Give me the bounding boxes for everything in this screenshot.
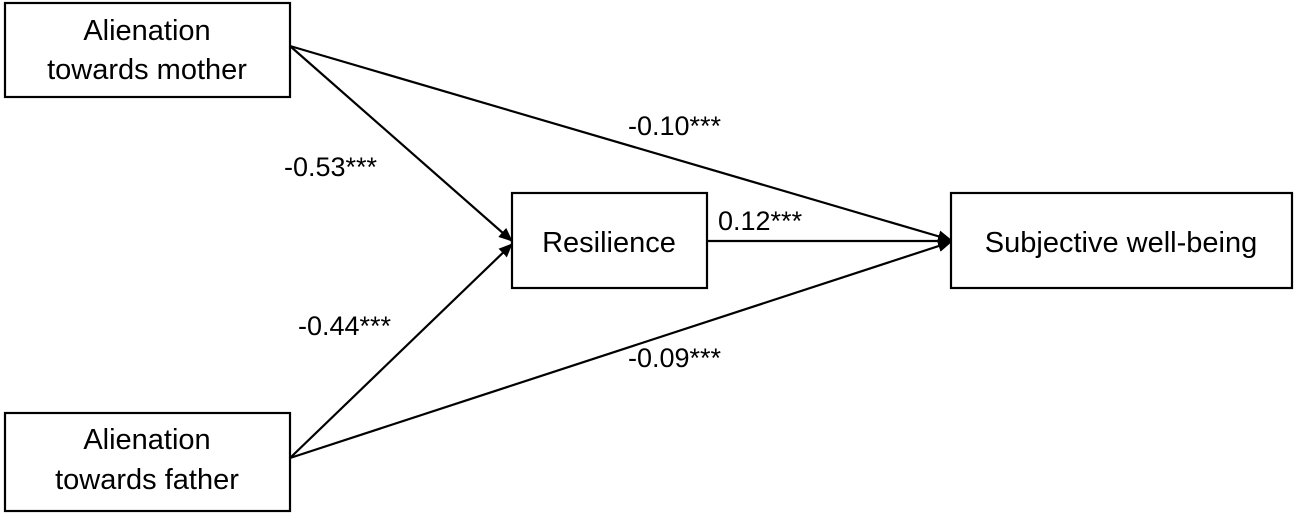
node-box [949,191,1294,290]
node-box [510,191,709,290]
node-label-line2: towards father [55,464,239,496]
node-label: Resilience [542,227,676,259]
edge-mother-to-resilience [289,45,513,242]
edge-father-to-wellbeing [289,240,952,460]
edge-father-to-resilience [289,243,513,459]
node-label-line2: towards mother [47,54,247,86]
node-alienation-mother: Alienation towards mother [3,1,292,99]
edges [289,44,952,460]
label-mother-to-wellbeing: -0.10*** [628,111,722,141]
node-resilience: Resilience [510,191,709,290]
edge-mother-to-wellbeing [289,44,952,243]
node-label-line1: Alienation [83,15,210,47]
node-alienation-father: Alienation towards father [3,411,292,513]
label-father-to-wellbeing: -0.09*** [628,343,722,373]
label-mother-to-resilience: -0.53*** [284,152,378,182]
node-subjective-wellbeing: Subjective well-being [949,191,1294,290]
node-box [3,411,292,513]
node-box [3,1,292,99]
node-label: Subjective well-being [985,227,1257,259]
label-resilience-to-wellbeing: 0.12*** [718,206,803,236]
label-father-to-resilience: -0.44*** [298,311,392,341]
edge-labels: -0.53*** -0.44*** -0.10*** 0.12*** -0.09… [284,111,803,373]
node-label-line1: Alienation [83,424,210,456]
